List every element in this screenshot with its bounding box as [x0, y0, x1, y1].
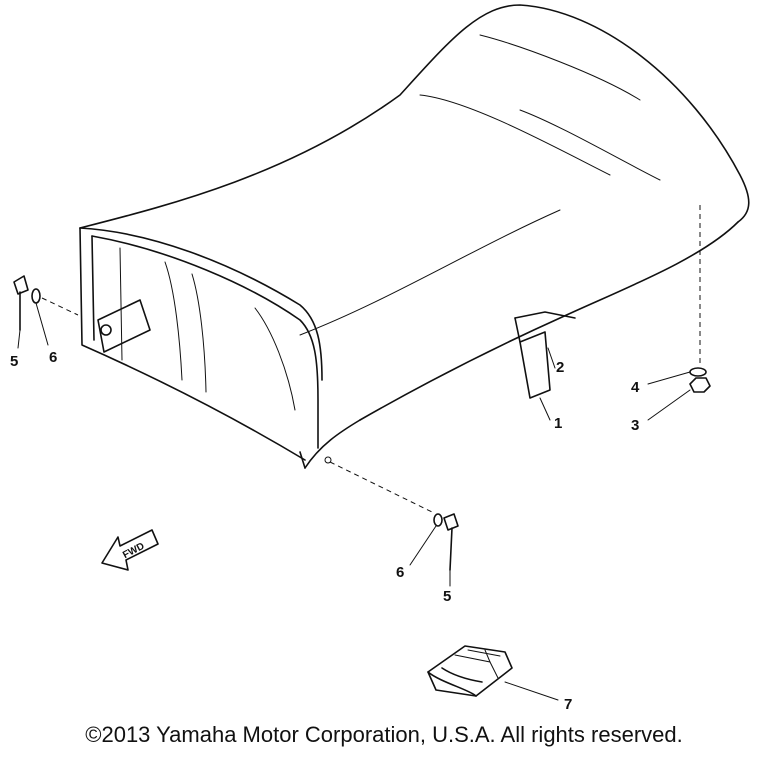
seat-body [79, 4, 750, 469]
callout-6-left: 6 [49, 349, 57, 366]
washer-part-6-left [31, 288, 41, 304]
washer-part-4 [689, 367, 707, 377]
callout-2: 2 [556, 359, 564, 376]
callout-3: 3 [631, 417, 639, 434]
fwd-arrow-icon: FWD [101, 529, 159, 571]
callout-4: 4 [631, 379, 640, 396]
callout-1: 1 [554, 415, 562, 432]
seat-bracket [519, 331, 551, 399]
copyright-notice: ©2013 Yamaha Motor Corporation, U.S.A. A… [85, 722, 683, 747]
callout-6-bottom: 6 [396, 564, 404, 581]
assembly-guide-lines [41, 205, 701, 513]
callout-5-bottom: 5 [443, 588, 451, 605]
callout-5-left: 5 [10, 353, 18, 370]
callout-7: 7 [564, 696, 572, 713]
nut-part-3 [689, 377, 711, 393]
bolt-part-5-left [13, 275, 29, 331]
bolt-part-5-bottom [443, 513, 459, 571]
washer-part-6-bottom [433, 513, 443, 527]
tool-pouch-part-7 [427, 645, 513, 697]
leader-lines [17, 302, 691, 701]
